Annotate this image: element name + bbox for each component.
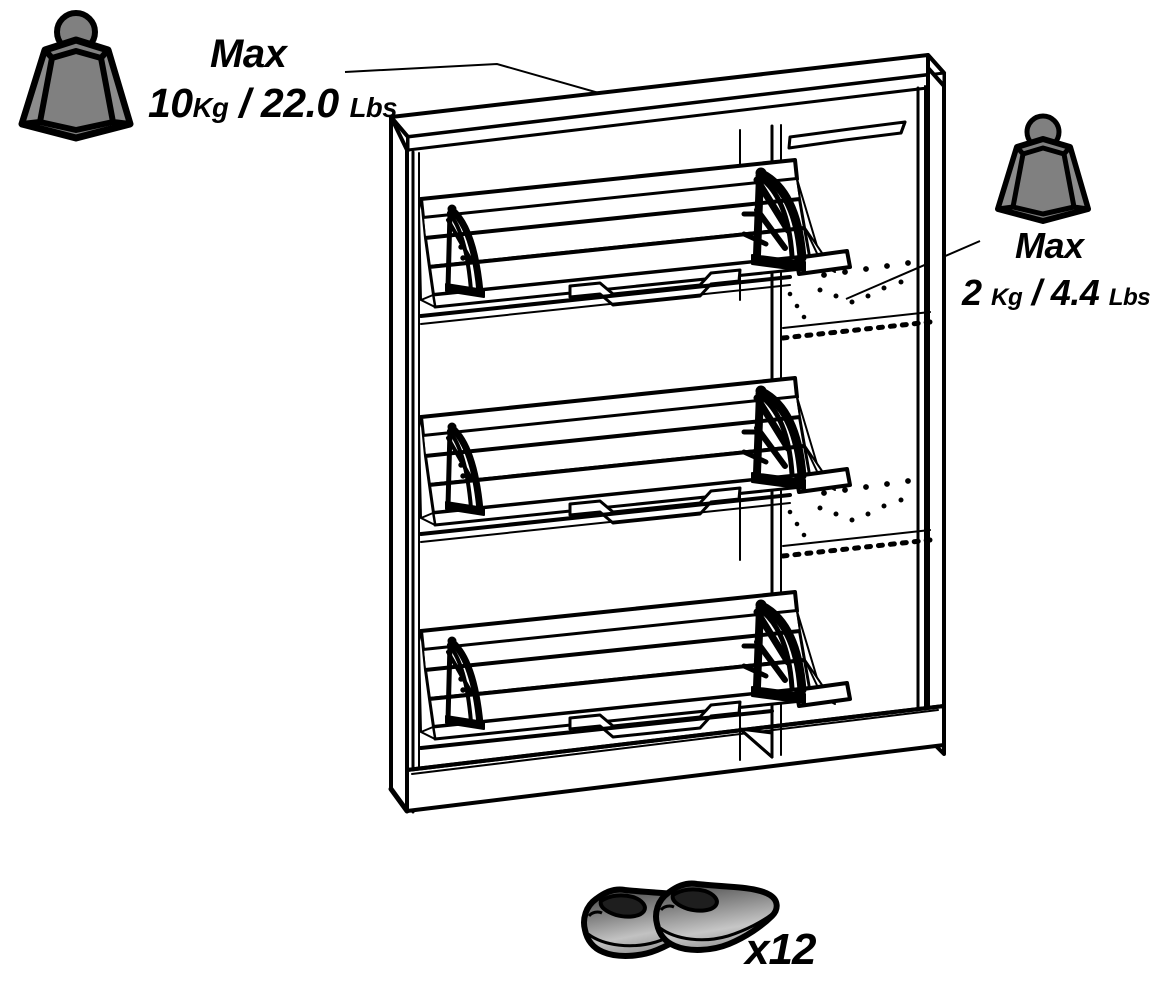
- cabinet-top-panel: [389, 53, 946, 152]
- top-drawer-handle: [787, 120, 907, 150]
- load-amount-kg: 10: [148, 80, 193, 126]
- motion-dots-top-drawer: [787, 260, 911, 320]
- cabinet-right-side-panel: [916, 66, 946, 756]
- load-separator: /: [228, 80, 261, 126]
- load-unit-lbs: Lbs: [1108, 284, 1151, 311]
- tilt-drawer-bottom[interactable]: [418, 590, 852, 759]
- shoes-icon: [581, 880, 780, 959]
- shelf-edge-1: [419, 275, 792, 318]
- hidden-shelf-line-middle: [782, 529, 931, 547]
- shelf-edge-3: [419, 709, 774, 750]
- load-unit-lbs: Lbs: [349, 92, 398, 123]
- load-amount-lbs: 4.4: [1050, 272, 1100, 313]
- motion-dots-middle-drawer: [787, 478, 911, 538]
- leader-line-internal-shelf: [845, 240, 981, 300]
- shelf-edge-1b: [420, 284, 791, 325]
- weight-icon: [995, 113, 1091, 224]
- load-amount-kg: 2: [962, 272, 982, 313]
- shelf-edge-2: [419, 493, 792, 536]
- shoe-right: [653, 880, 780, 953]
- drawer-hinge-right: [741, 385, 807, 490]
- cabinet-back-panel: [405, 704, 946, 813]
- drawer-hinge-right: [741, 599, 807, 704]
- shelf-edge-2b: [420, 502, 791, 543]
- tilt-drawer-top[interactable]: [418, 158, 933, 341]
- load-unit-kg: Kg: [991, 284, 1023, 311]
- load-unit-kg: Kg: [192, 92, 229, 123]
- shoe-cabinet-illustration: [388, 53, 946, 814]
- drawer-hinge-left: [445, 204, 485, 298]
- cabinet-left-side-panel: [388, 115, 420, 814]
- drawer-hinge-left: [445, 422, 485, 516]
- load-separator: /: [1022, 272, 1051, 313]
- leader-line-cabinet-top: [344, 62, 642, 106]
- max-load-title-cabinet-top: Max: [210, 32, 287, 76]
- drawer-hinge-right: [741, 167, 807, 272]
- shoe-capacity-label: x12: [745, 925, 816, 974]
- weight-icon: [18, 10, 134, 142]
- tilt-drawer-middle[interactable]: [418, 376, 933, 559]
- hidden-shelf-dotted-top: [780, 319, 933, 341]
- max-load-value-internal-shelf: 2 Kg / 4.4 Lbs: [962, 272, 1151, 313]
- drawer-hinge-left: [445, 636, 485, 730]
- max-load-title-internal-shelf: Max: [1015, 225, 1084, 266]
- max-load-value-cabinet-top: 10Kg / 22.0 Lbs: [148, 83, 397, 124]
- load-amount-lbs: 22.0: [260, 80, 339, 126]
- hidden-shelf-dotted-middle: [780, 537, 933, 559]
- hidden-shelf-line-top: [782, 311, 931, 329]
